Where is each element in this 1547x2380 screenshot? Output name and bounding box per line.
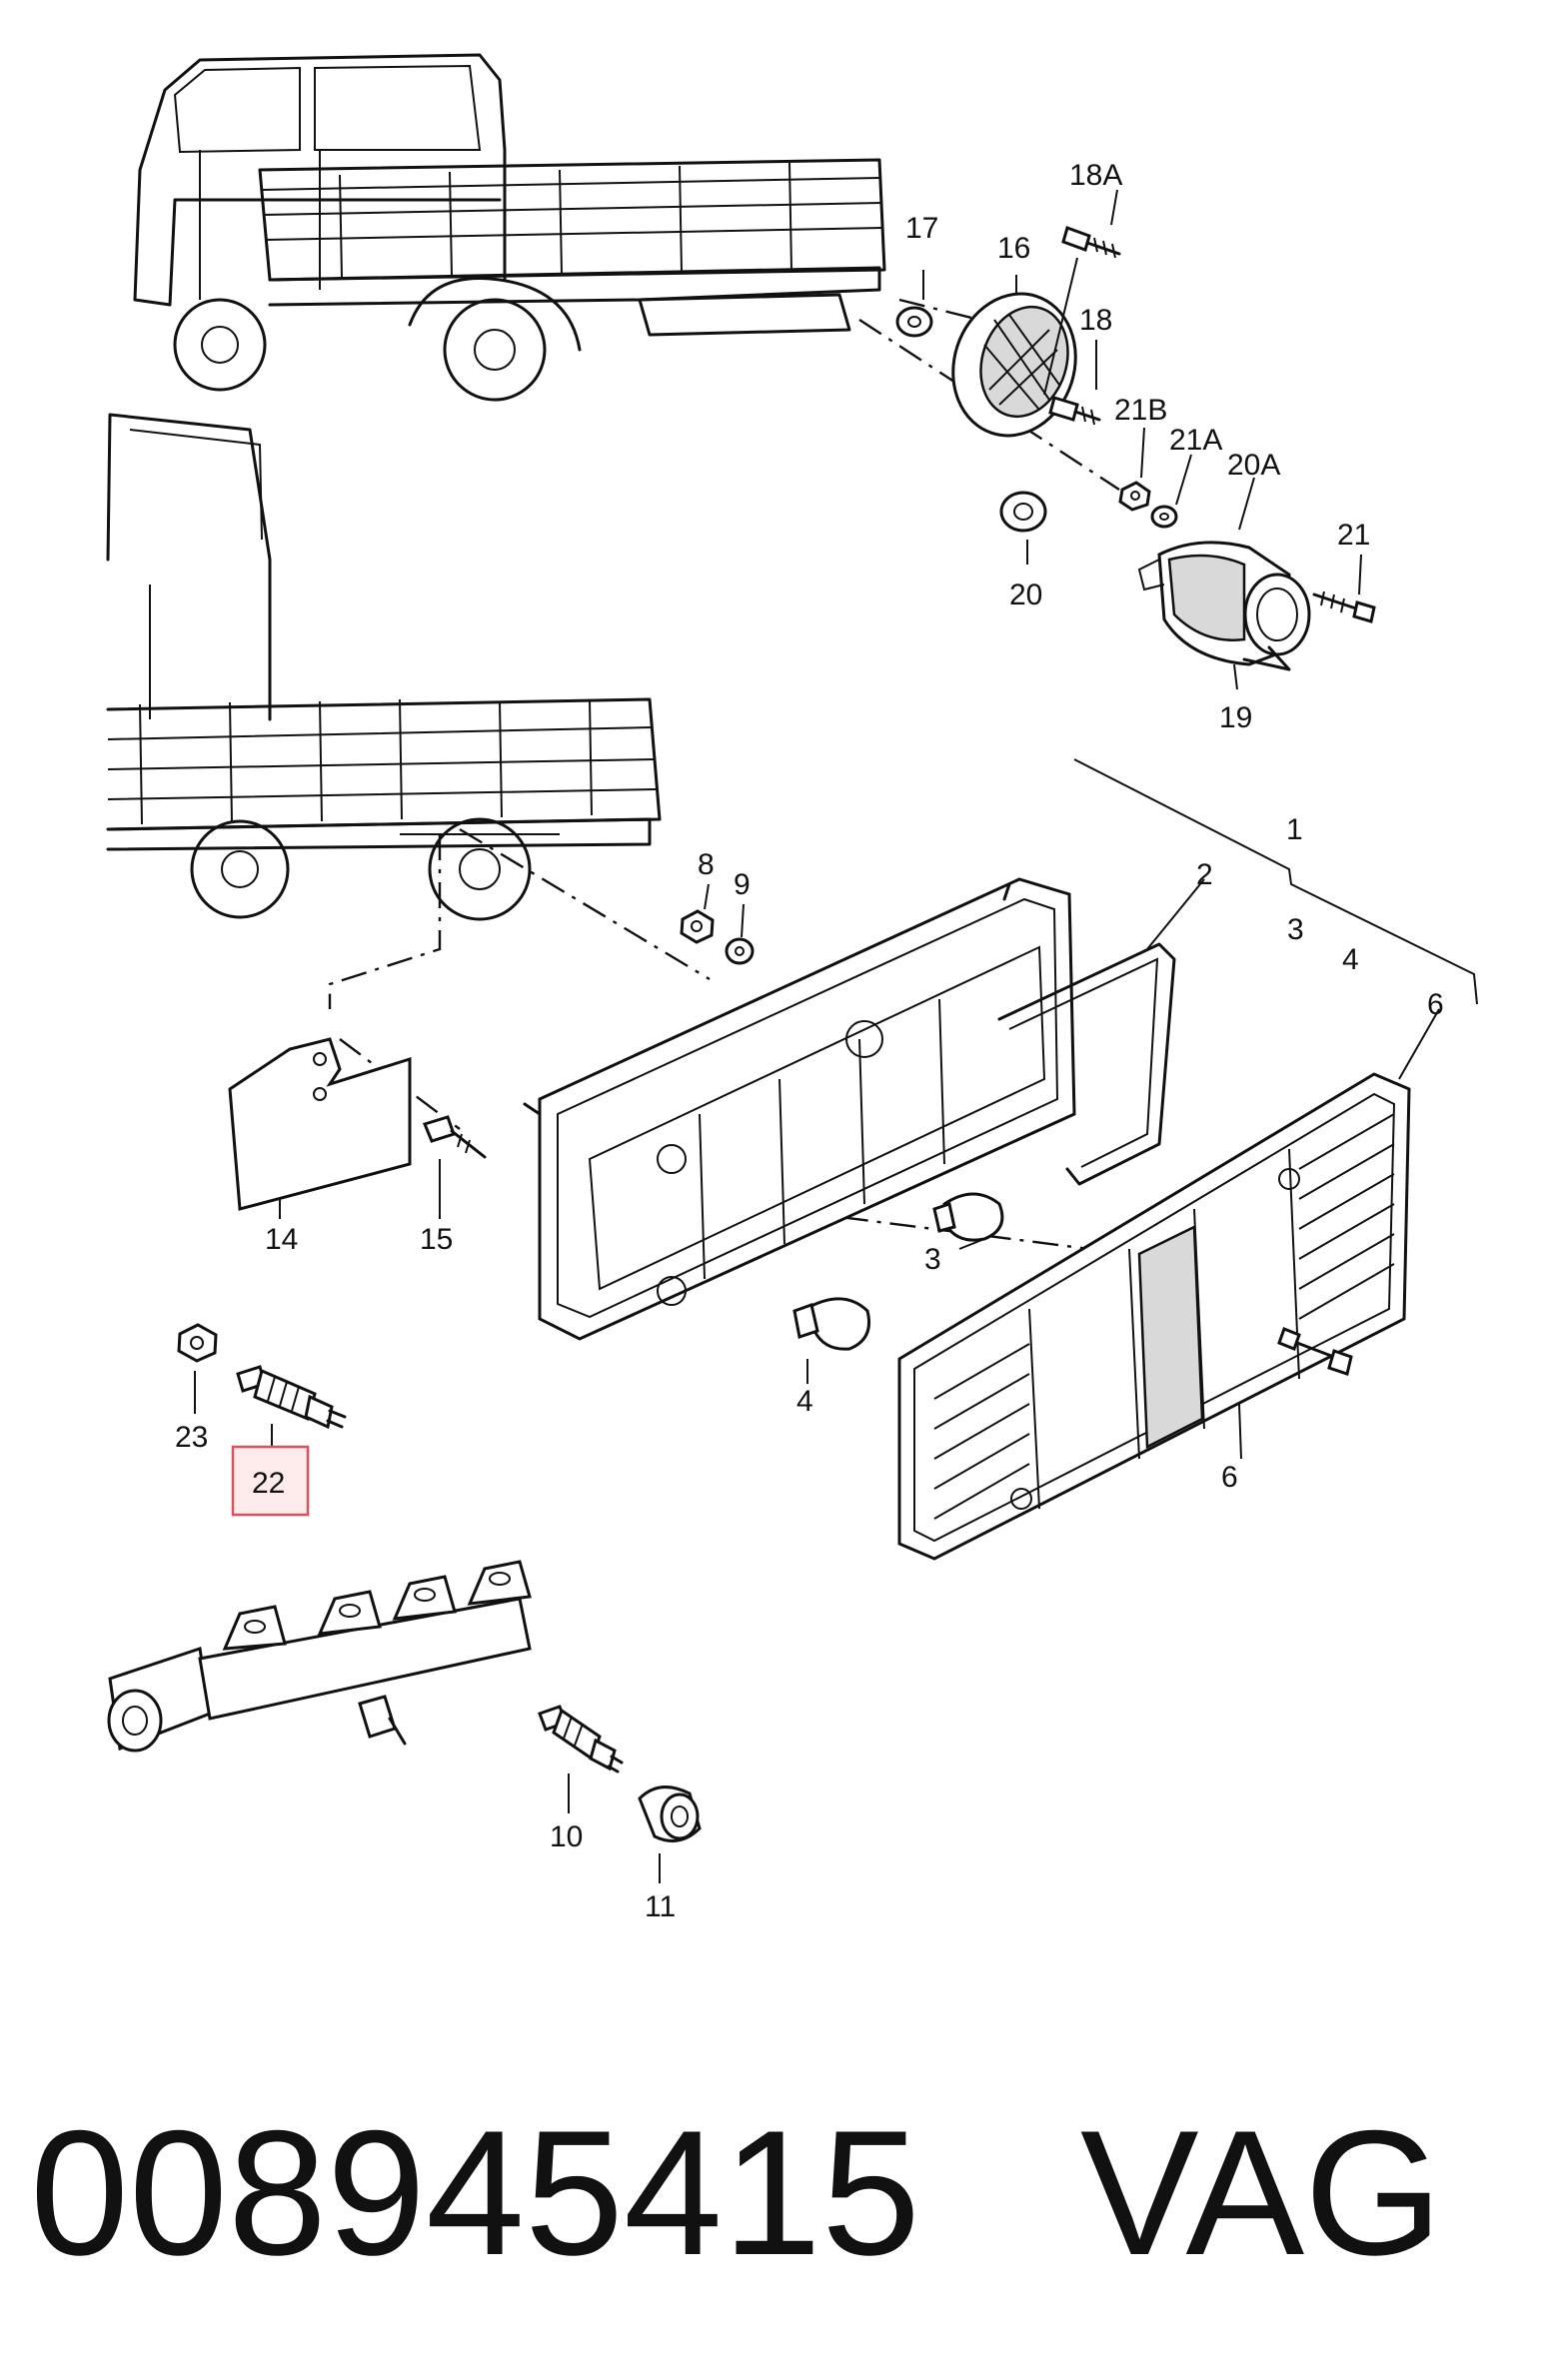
callout-labels: 18A 17 16 18 21B 21A 20A 21 20 19 1 8 9 … <box>175 159 1444 1923</box>
callout-19: 19 <box>1219 701 1252 734</box>
brake-master-cylinder <box>107 1560 532 1753</box>
callout-8: 8 <box>698 848 715 881</box>
part-number: 008945415 <box>30 2093 920 2292</box>
callout-21b: 21B <box>1114 394 1167 427</box>
callout-20a: 20A <box>1227 449 1280 482</box>
callout-3-top: 3 <box>1287 913 1304 946</box>
callout-4-top: 4 <box>1342 943 1359 976</box>
callout-4: 4 <box>796 1385 813 1418</box>
part-23-nut <box>177 1323 218 1363</box>
callout-10: 10 <box>550 1820 583 1853</box>
part-9-washer <box>725 937 755 965</box>
part-14-bracket <box>228 1037 412 1211</box>
callout-17: 17 <box>905 212 938 245</box>
part-11-cap <box>638 1785 702 1842</box>
part-number-footer: 008945415 VAG <box>30 2073 1519 2313</box>
callout-16: 16 <box>997 232 1030 265</box>
callout-11: 11 <box>645 1890 676 1923</box>
callout-14: 14 <box>265 1223 298 1256</box>
truck-middle-illustration <box>106 413 662 921</box>
callout-23: 23 <box>175 1421 208 1454</box>
part-10-switch <box>538 1705 624 1774</box>
part-18a-screw <box>1061 226 1121 259</box>
callout-18a: 18A <box>1069 159 1122 192</box>
callout-1: 1 <box>1286 813 1303 846</box>
part-8-nut <box>680 909 715 944</box>
part-19-lamp-housing <box>1137 541 1311 671</box>
leader-lines <box>194 189 1440 1883</box>
highlight-box-22 <box>231 1445 310 1517</box>
callout-2: 2 <box>1196 858 1213 891</box>
truck-top-illustration <box>133 53 886 402</box>
part-18-screw <box>1048 396 1101 426</box>
part-2-gasket <box>997 942 1176 1186</box>
callout-22: 22 <box>252 1467 285 1500</box>
part-20-grommet <box>999 491 1047 533</box>
part-15-screw <box>422 1115 487 1159</box>
part-17-grommet <box>895 306 933 338</box>
callout-6-top: 6 <box>1427 988 1444 1021</box>
callout-20: 20 <box>1009 579 1042 611</box>
callout-21: 21 <box>1337 519 1370 552</box>
callout-21a: 21A <box>1169 424 1222 457</box>
parts-diagram: 18A 17 16 18 21B 21A 20A 21 20 19 1 8 9 … <box>106 53 1478 1923</box>
part-4-bulb <box>792 1297 870 1351</box>
part-21b-nut <box>1118 481 1151 512</box>
part-6-tail-lamp-lens <box>897 1072 1411 1561</box>
part-22-switch <box>236 1365 347 1430</box>
part-21a-washer <box>1150 505 1178 529</box>
callout-9: 9 <box>734 868 751 901</box>
brand-name: VAG <box>1079 2093 1443 2292</box>
part-21-bolt <box>1312 591 1376 623</box>
part-1-tail-lamp-housing <box>523 877 1076 1341</box>
callout-3: 3 <box>924 1243 941 1276</box>
part-16-reflector-lens <box>951 292 1077 438</box>
callout-6: 6 <box>1221 1461 1238 1494</box>
part-6-screw <box>1277 1327 1353 1376</box>
part-3-bulb <box>932 1192 1004 1242</box>
callout-18: 18 <box>1079 304 1112 337</box>
callout-15: 15 <box>420 1223 453 1256</box>
